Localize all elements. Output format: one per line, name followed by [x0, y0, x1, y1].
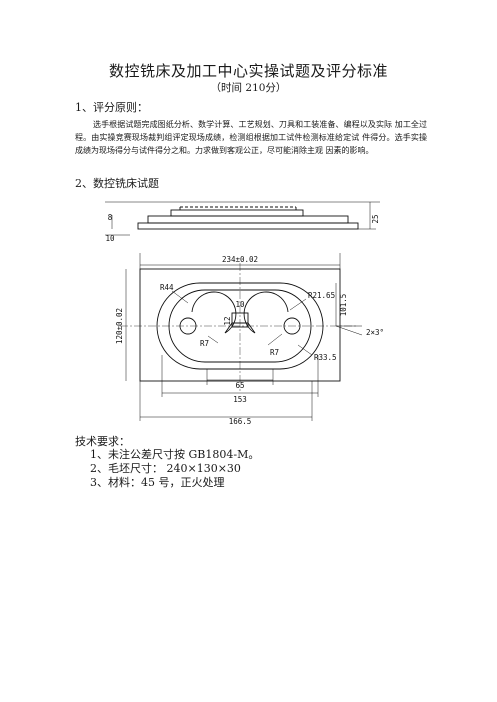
- engineering-drawing: 8 10 25 234±0.02 120±0.02 101.5 R44 R21.…: [105, 201, 384, 426]
- dim-r21-65: R21.65: [308, 291, 335, 300]
- section-heading-test: 2、数控铣床试题: [75, 177, 159, 190]
- time-subtitle: （时间 210分）: [210, 82, 287, 94]
- dim-10: 10: [105, 234, 115, 243]
- dim-120: 120±0.02: [115, 308, 124, 344]
- plan-view: [120, 253, 363, 421]
- dim-65: 65: [235, 381, 244, 390]
- dim-8: 8: [108, 213, 113, 222]
- dim-r44: R44: [160, 283, 174, 292]
- dim-101-5: 101.5: [339, 294, 348, 317]
- side-view: [105, 201, 380, 236]
- tech-requirements-heading: 技术要求：: [75, 435, 130, 448]
- dim-234: 234±0.02: [222, 255, 258, 264]
- requirement-item: 2、毛坯尺寸： 240×130×30: [90, 462, 241, 475]
- dim-25: 25: [371, 214, 380, 223]
- requirement-item: 3、材料：45 号，正火处理: [90, 476, 225, 489]
- tech-requirements-list: 1、未注公差尺寸按 GB1804-M。 2、毛坯尺寸： 240×130×30 3…: [90, 448, 259, 490]
- dim-r7-right: R7: [270, 348, 279, 357]
- dim-12: 12: [223, 316, 232, 325]
- dim-r7-left: R7: [200, 339, 209, 348]
- section-heading-scoring: 1、评分原则：: [75, 101, 148, 114]
- dim-153: 153: [233, 395, 247, 404]
- scoring-paragraph: 选手根据试题完成图纸分析、数学计算、工艺规划、刀具和工装准备、编程以及实际 加工…: [75, 120, 427, 155]
- dim-r33-5: R33.5: [314, 353, 337, 362]
- dim-166-5: 166.5: [229, 417, 252, 426]
- dim-10b: 10: [235, 300, 245, 309]
- page-title: 数控铣床及加工中心实操试题及评分标准: [108, 62, 388, 80]
- dim-2x3-deg: 2×3°: [366, 328, 384, 337]
- requirement-item: 1、未注公差尺寸按 GB1804-M。: [90, 448, 260, 461]
